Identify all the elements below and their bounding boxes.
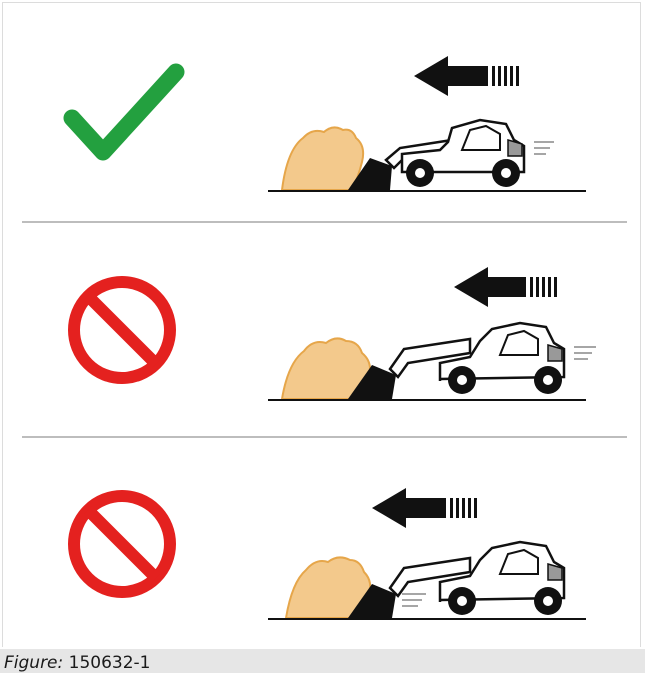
panel-prohibited-1 (0, 223, 645, 436)
telehandler-vehicle (348, 120, 554, 190)
prohibited-icon (74, 282, 170, 378)
left-arrow-icon (372, 488, 477, 528)
caption-number: 150632-1 (63, 653, 150, 673)
telehandler-vehicle (348, 542, 564, 618)
panel-correct (0, 0, 645, 222)
left-arrow-icon (414, 56, 519, 96)
prohibited-icon (74, 496, 170, 592)
panel-prohibited-2 (0, 438, 645, 648)
telehandler-vehicle (348, 323, 596, 399)
figure-caption: Figure: 150632-1 (4, 653, 151, 673)
check-icon (72, 72, 176, 152)
material-pile (282, 127, 363, 190)
left-arrow-icon (454, 267, 557, 307)
caption-bar: Figure: 150632-1 (0, 649, 645, 673)
caption-label: Figure: (4, 653, 63, 673)
